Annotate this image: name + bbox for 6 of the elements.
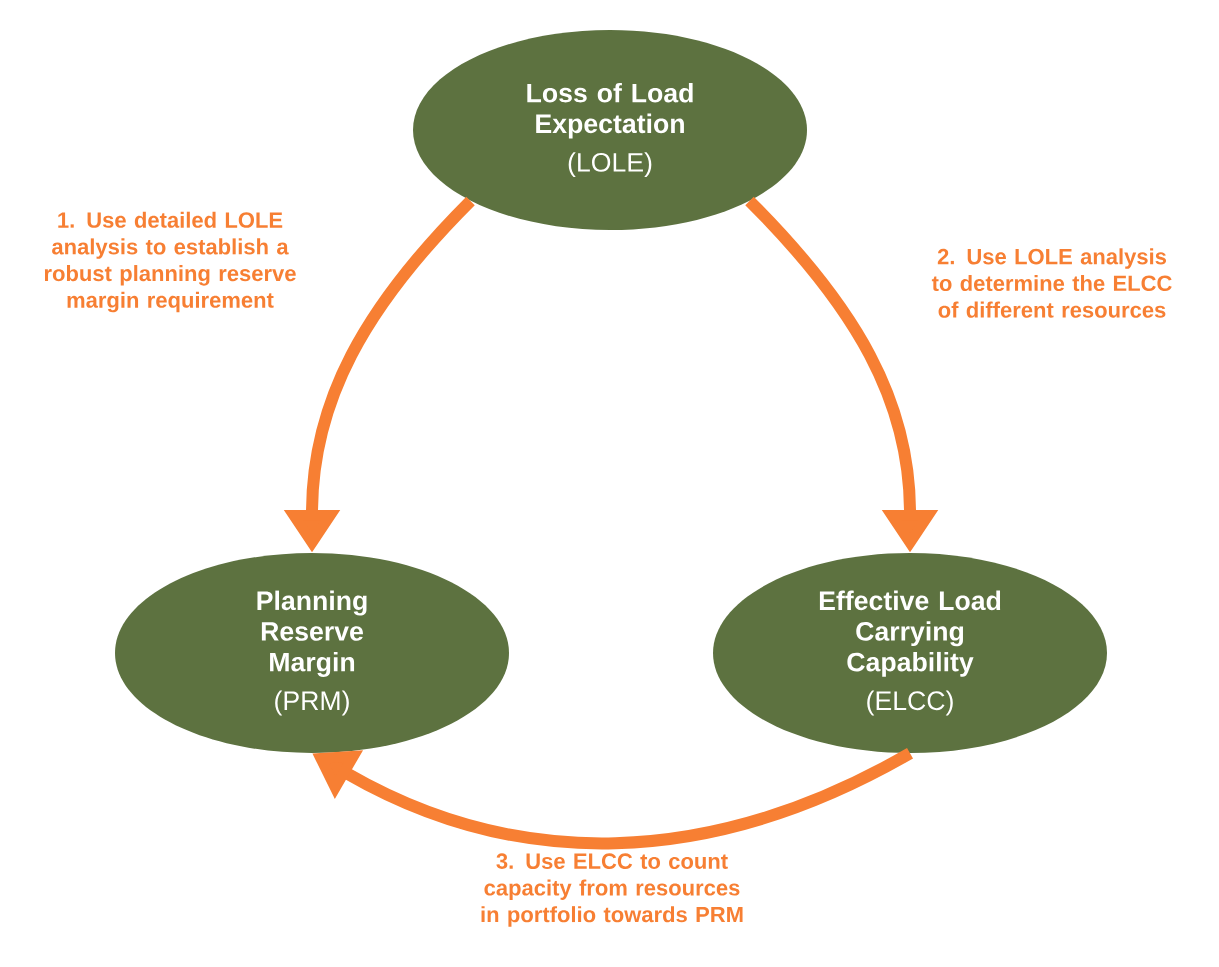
edge-label: 2. Use LOLE analysis to determine the ELCC of different resources <box>931 248 1172 318</box>
ellipse-node: Planning Reserve Margin (PRM) <box>115 553 509 753</box>
ellipse-node: Effective Load Carrying Capability (ELCC) <box>713 553 1107 753</box>
edge-label: 3. Use ELCC to count capacity from resources in portfolio towards PRM <box>481 853 743 927</box>
ellipse-node: Loss of Load Expectation (LOLE) <box>413 30 807 230</box>
edge-label: 1. Use detailed LOLE analysis to establish a robust planning reserve margin requirement <box>44 211 296 313</box>
